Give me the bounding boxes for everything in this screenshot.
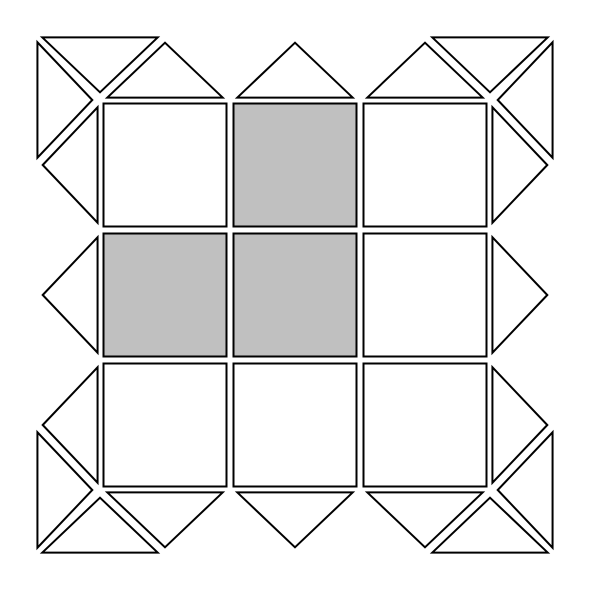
edge-triangle-right-2 <box>491 234 549 356</box>
diamond-tile-1-1 <box>102 102 228 228</box>
diamond-tile-2-1 <box>102 232 228 358</box>
corner-triangle-top-right-vertical <box>496 39 554 161</box>
corner-triangle-bottom-left-vertical <box>36 429 94 551</box>
edge-triangle-bottom-2 <box>234 491 356 549</box>
corner-triangle-bottom-left-horizontal <box>39 496 161 554</box>
diamond-tile-2-2 <box>232 232 358 358</box>
edge-triangle-bottom-3 <box>364 491 486 549</box>
diamond-tile-1-3 <box>362 102 488 228</box>
edge-triangle-right-3 <box>491 364 549 486</box>
diamond-tile-3-1 <box>102 362 228 488</box>
edge-triangle-left-1 <box>41 104 99 226</box>
diamond-tile-1-2 <box>232 102 358 228</box>
edge-triangle-top-2 <box>234 41 356 99</box>
corner-triangle-top-left-horizontal <box>39 36 161 94</box>
edge-triangle-right-1 <box>491 104 549 226</box>
edge-triangle-top-3 <box>364 41 486 99</box>
corner-triangle-bottom-right-horizontal <box>429 496 551 554</box>
diamond-tile-3-2 <box>232 362 358 488</box>
diamond-tile-2-3 <box>362 232 488 358</box>
edge-triangle-left-2 <box>41 234 99 356</box>
edge-triangle-bottom-1 <box>104 491 226 549</box>
edge-triangle-left-3 <box>41 364 99 486</box>
corner-triangle-bottom-right-vertical <box>496 429 554 551</box>
diamond-tile-3-3 <box>362 362 488 488</box>
corner-triangle-top-right-horizontal <box>429 36 551 94</box>
corner-triangle-top-left-vertical <box>36 39 94 161</box>
edge-triangle-top-1 <box>104 41 226 99</box>
